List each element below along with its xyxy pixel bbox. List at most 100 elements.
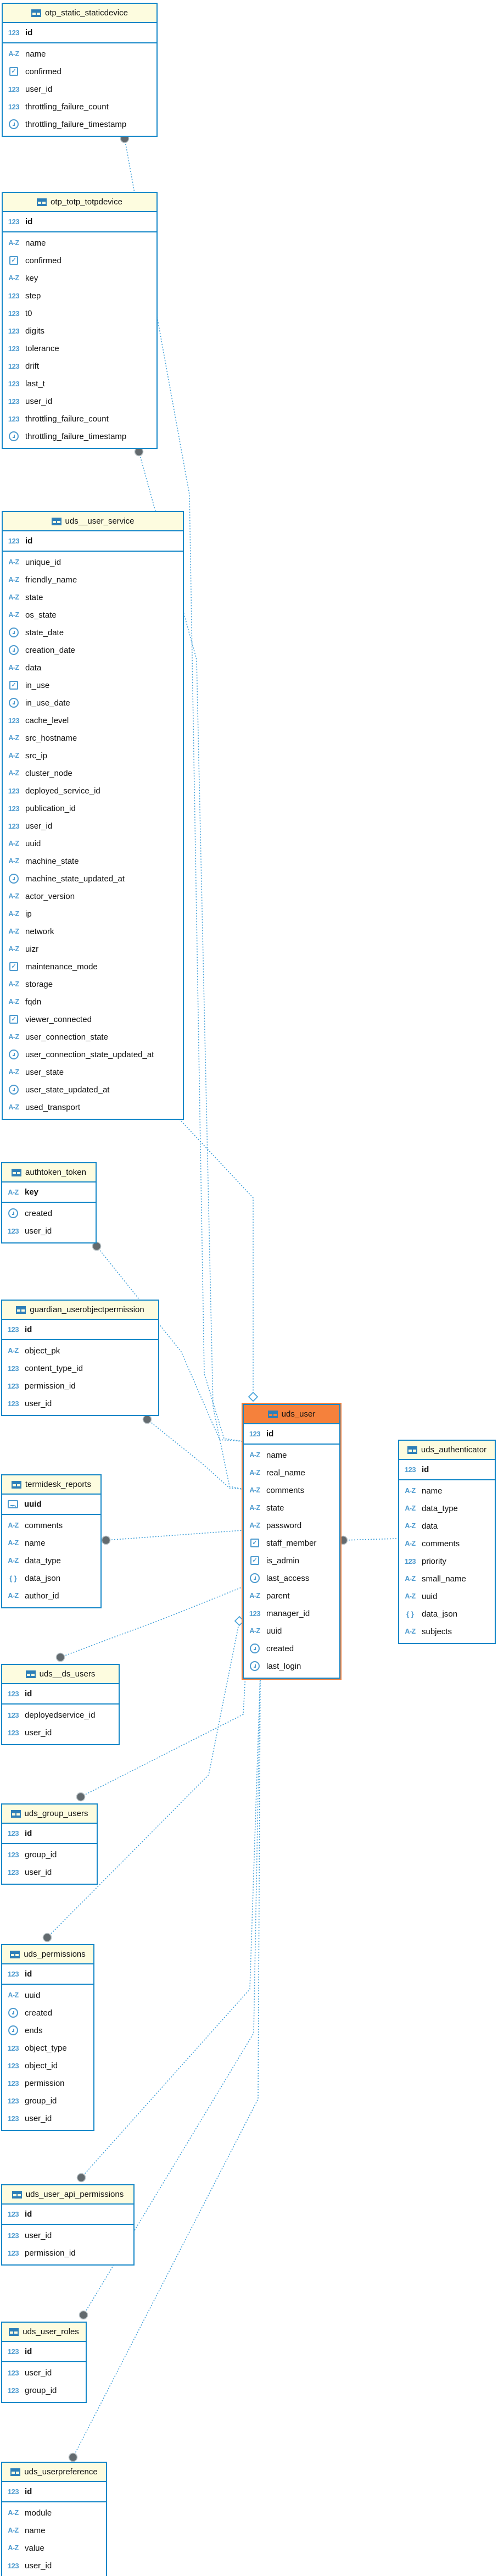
table-column[interactable]: permission [2,2074,93,2092]
table-column[interactable]: os_state [3,606,183,624]
table-column[interactable]: user_id [3,80,156,98]
table-header[interactable]: otp_static_staticdevice [3,4,156,23]
table-column[interactable]: user_id [2,1863,97,1881]
table-column[interactable]: id [3,213,156,231]
relationship-uds_user-uds_authenticator[interactable] [338,1535,399,1545]
relationship-termidesk_reports-uds_user[interactable] [101,1530,243,1545]
table-column[interactable]: name [3,234,156,252]
table-header[interactable]: otp_totp_totpdevice [3,193,156,212]
table-column[interactable]: throttling_failure_timestamp [3,428,156,445]
table-column[interactable]: user_state [3,1063,183,1081]
table-column[interactable]: throttling_failure_count [3,98,156,115]
table-header[interactable]: authtoken_token [2,1163,96,1182]
table-column[interactable]: user_connection_state_updated_at [3,1046,183,1063]
table-column[interactable]: user_id [3,817,183,835]
table-column[interactable]: deployed_service_id [3,782,183,800]
table-column[interactable]: tolerance [3,340,156,357]
table-column[interactable]: data_json [2,1569,100,1587]
entity-table-otp_static_staticdevice[interactable]: otp_static_staticdevice id name confirme… [2,3,158,137]
table-column[interactable]: src_hostname [3,729,183,747]
table-column[interactable]: last_access [244,1569,339,1587]
table-column[interactable]: user_state_updated_at [3,1081,183,1098]
table-column[interactable]: machine_state_updated_at [3,870,183,887]
table-column[interactable]: user_id [3,392,156,410]
table-column[interactable]: name [244,1446,339,1464]
table-column[interactable]: name [3,45,156,63]
entity-table-guardian_userobjectpermission[interactable]: guardian_userobjectpermission id object_… [1,1300,159,1416]
relationship-uds_user_api_permissions-uds_user[interactable] [76,1674,261,2183]
table-header[interactable]: uds_user [244,1405,339,1424]
relationship-guardian_userobjectpermission-uds_user[interactable] [142,1414,243,1490]
table-column[interactable]: object_pk [2,1342,158,1359]
table-column[interactable]: key [3,269,156,287]
relationship-uds_user_roles-uds_user[interactable] [79,1674,261,2320]
relationship-uds_permissions-uds_user[interactable] [42,1615,245,1942]
entity-table-uds_userpreference[interactable]: uds_userpreference id module name value … [1,2462,107,2576]
table-column[interactable]: last_login [244,1657,339,1675]
entity-table-uds_user_roles[interactable]: uds_user_roles id user_id group_id [1,2322,87,2403]
table-column[interactable]: author_id [2,1587,100,1605]
table-column[interactable]: data [3,659,183,676]
table-column[interactable]: confirmed [3,63,156,80]
table-column[interactable]: src_ip [3,747,183,764]
table-header[interactable]: uds_userpreference [2,2463,106,2482]
table-column[interactable]: user_id [2,2364,86,2381]
table-column[interactable]: network [3,923,183,940]
relationship-authtoken_token-uds_user[interactable] [92,1241,243,1442]
table-column[interactable]: uuid [2,1495,100,1513]
entity-table-uds__user_service[interactable]: uds__user_service id unique_id friendly_… [2,511,184,1120]
table-column[interactable]: t0 [3,304,156,322]
table-column[interactable]: subjects [399,1623,495,1640]
table-column[interactable]: group_id [2,2092,93,2109]
relationship-uds__user_service-uds_user[interactable] [167,1106,259,1402]
table-column[interactable]: maintenance_mode [3,958,183,975]
entity-table-authtoken_token[interactable]: authtoken_token key created user_id [1,1162,97,1243]
table-column[interactable]: created [2,2004,93,2022]
table-column[interactable]: user_id [2,1222,96,1240]
table-header[interactable]: uds_group_users [2,1805,97,1824]
table-column[interactable]: user_connection_state [3,1028,183,1046]
table-column[interactable]: value [2,2539,106,2557]
table-column[interactable]: staff_member [244,1534,339,1552]
table-column[interactable]: permission_id [2,2244,133,2262]
entity-table-uds_group_users[interactable]: uds_group_users id group_id user_id [1,1803,98,1885]
table-column[interactable]: name [399,1482,495,1500]
table-header[interactable]: uds_permissions [2,1945,93,1964]
table-column[interactable]: uuid [3,835,183,852]
table-column[interactable]: throttling_failure_count [3,410,156,428]
table-header[interactable]: uds__user_service [3,512,183,531]
table-column[interactable]: viewer_connected [3,1011,183,1028]
table-column[interactable]: id [2,1685,119,1703]
entity-table-otp_totp_totpdevice[interactable]: otp_totp_totpdevice id name confirmed ke… [2,192,158,449]
table-column[interactable]: is_admin [244,1552,339,1569]
table-header[interactable]: uds_user_roles [2,2323,86,2342]
table-column[interactable]: actor_version [3,887,183,905]
table-header[interactable]: termidesk_reports [2,1475,100,1495]
table-column[interactable]: step [3,287,156,304]
table-column[interactable]: state [3,589,183,606]
table-column[interactable]: id [244,1425,339,1443]
table-column[interactable]: id [3,24,156,42]
table-column[interactable]: confirmed [3,252,156,269]
table-column[interactable]: user_id [2,1395,158,1412]
table-column[interactable]: digits [3,322,156,340]
table-column[interactable]: name [2,2522,106,2539]
table-column[interactable]: id [2,2205,133,2223]
table-column[interactable]: cluster_node [3,764,183,782]
table-column[interactable]: drift [3,357,156,375]
table-column[interactable]: uizr [3,940,183,958]
table-column[interactable]: id [399,1461,495,1479]
table-column[interactable]: fqdn [3,993,183,1011]
table-column[interactable]: deployedservice_id [2,1706,119,1724]
table-column[interactable]: created [244,1640,339,1657]
entity-table-uds_permissions[interactable]: uds_permissions id uuid created ends obj… [1,1944,94,2131]
table-column[interactable]: state_date [3,624,183,641]
table-column[interactable]: storage [3,975,183,993]
table-column[interactable]: publication_id [3,800,183,817]
table-column[interactable]: id [2,1824,97,1842]
table-column[interactable]: id [2,1320,158,1339]
table-column[interactable]: comments [399,1535,495,1552]
table-column[interactable]: object_id [2,2057,93,2074]
table-column[interactable]: creation_date [3,641,183,659]
table-header[interactable]: uds_user_api_permissions [2,2185,133,2205]
